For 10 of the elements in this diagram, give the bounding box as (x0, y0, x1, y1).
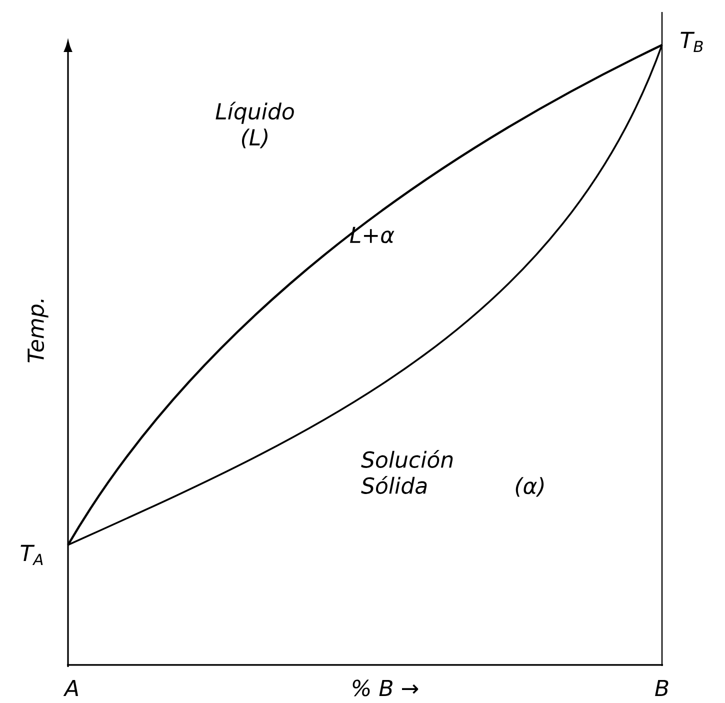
region-label: L+α (350, 226, 394, 244)
region-label: Solución Sólida (361, 450, 453, 494)
region-label: A (63, 680, 78, 696)
region-label: (α) (516, 477, 544, 497)
region-label: Temp. (28, 300, 48, 362)
region-label: % B → (352, 680, 418, 696)
region-label: T$_{B}$ (680, 32, 703, 52)
region-label: B (655, 680, 668, 696)
region-label: Líquido (L) (216, 102, 294, 148)
region-label: T$_{A}$ (20, 544, 43, 566)
